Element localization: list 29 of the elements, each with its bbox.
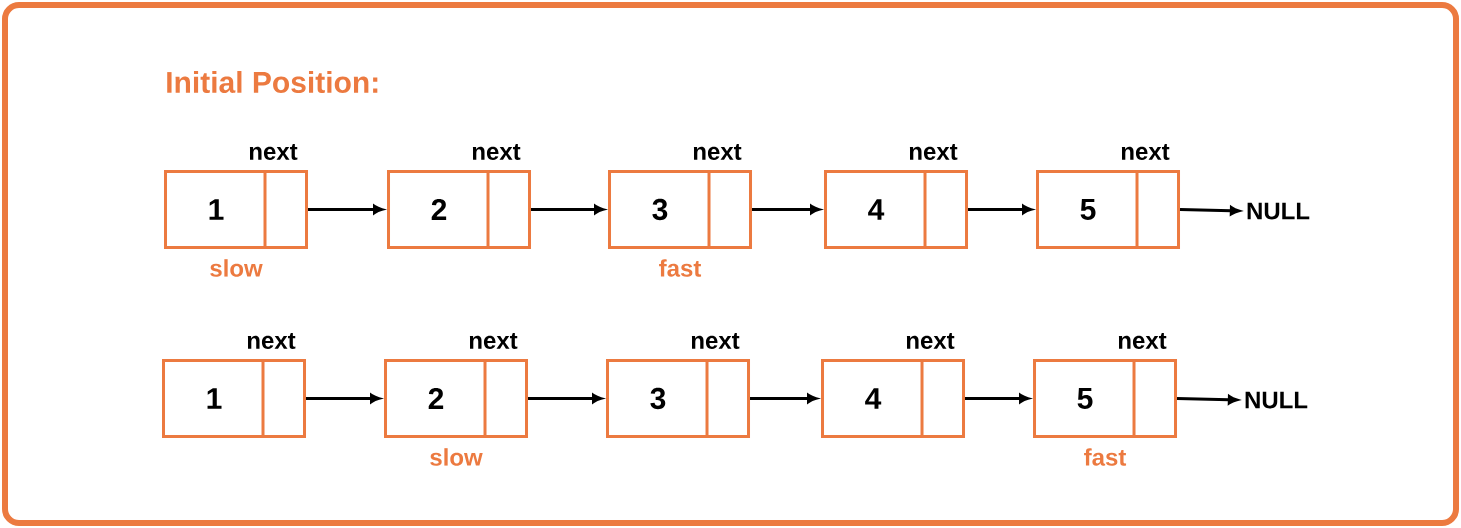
pointer-label: next (247, 333, 296, 349)
list-node-box: 2 (384, 359, 528, 438)
list-node-box: 3 (608, 170, 752, 249)
list-node-box: 5 (1033, 359, 1177, 438)
arrow (1179, 205, 1241, 216)
null-label: NULL (1247, 202, 1310, 220)
list-node-box: 3 (606, 359, 750, 438)
pointer-label: slow (210, 259, 263, 277)
list-node-box: 2 (387, 170, 531, 249)
list-node-box: 1 (162, 359, 306, 438)
pointer-label: next (691, 333, 740, 349)
pointer-label: fast (1084, 448, 1127, 466)
pointer-label: next (693, 144, 742, 160)
pointer-label: next (472, 144, 521, 160)
list-node-box: 1 (164, 170, 308, 249)
arrow (1176, 394, 1239, 405)
pointer-label: next (1121, 144, 1170, 160)
pointer-label: fast (659, 259, 702, 277)
pointer-label: next (909, 144, 958, 160)
list-node-box: 4 (824, 170, 968, 249)
null-label: NULL (1245, 391, 1308, 409)
pointer-label: next (249, 144, 298, 160)
list-node-box: 5 (1036, 170, 1180, 249)
pointer-label: slow (430, 448, 483, 466)
list-node-box: 4 (821, 359, 965, 438)
pointer-label: next (469, 333, 518, 349)
pointer-label: next (1118, 333, 1167, 349)
pointer-label: next (906, 333, 955, 349)
title: Initial Position: (167, 71, 378, 93)
